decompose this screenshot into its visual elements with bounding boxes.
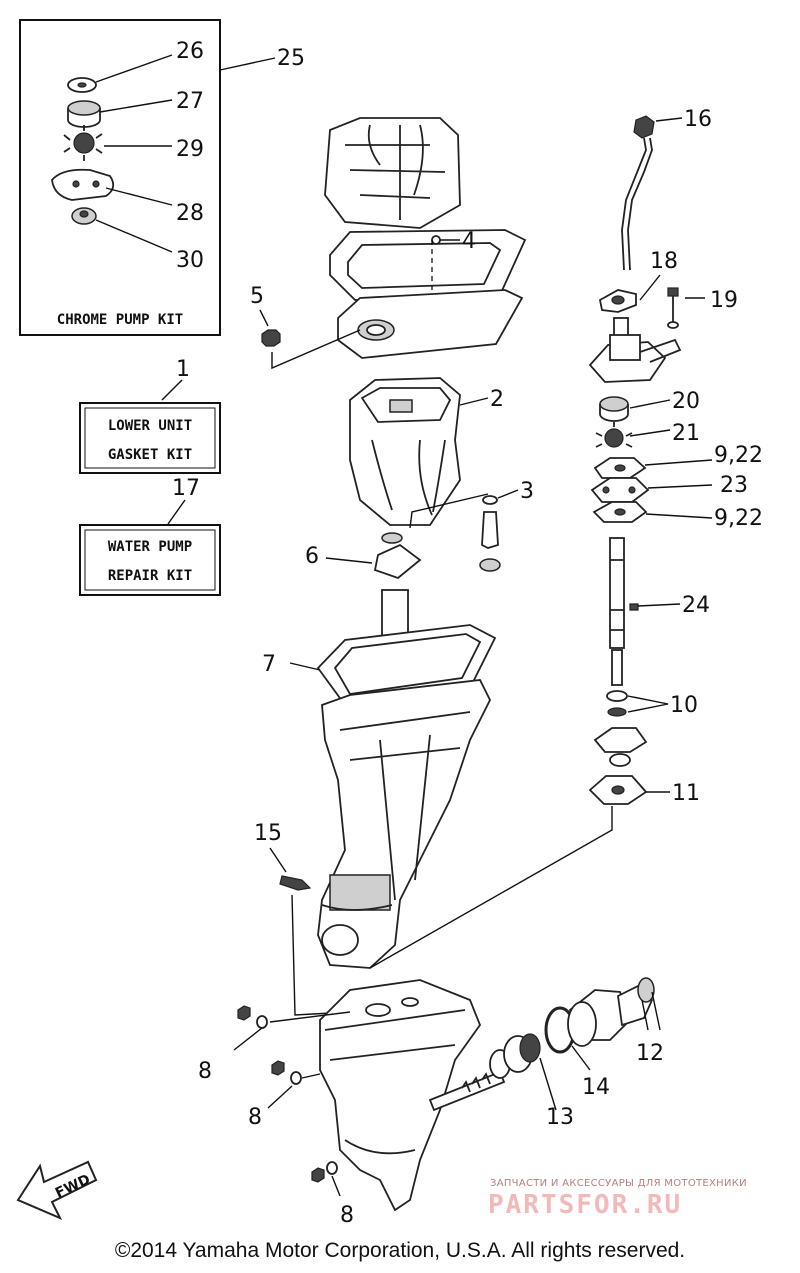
part-3-water-pipe: 3 [409,479,534,572]
part-2-exhaust-guide: 2 [349,377,504,526]
callout-10: 10 [670,693,698,718]
callout-21: 21 [672,421,700,446]
part-6-gasket: 6 [305,532,422,580]
part-8-bolt-upper: 8 [198,1005,351,1084]
callout-9-22-a: 9,22 [714,443,763,468]
callout-2: 2 [490,387,504,412]
part-11-gasket: 11 [369,775,700,969]
part-9-22-gasket-lower: 9,22 [592,501,763,531]
chrome-pump-kit-box: CHROME PUMP KIT 25 26 27 29 28 30 [19,19,305,336]
callout-3: 3 [520,479,534,504]
water-pump-label-1: WATER PUMP [108,539,192,555]
callout-24: 24 [682,593,710,618]
lower-unit-label-2: GASKET KIT [108,447,192,463]
impeller-icon [63,125,103,161]
part-5-nut: 5 [250,284,361,370]
callout-28: 28 [176,201,204,226]
engine-adapter-assembly: 4 [324,117,527,359]
water-pump-label-2: REPAIR KIT [108,568,192,584]
part-12-bearing-housing: 12 [567,977,664,1066]
part-10-seals: 10 [593,690,698,767]
callout-6: 6 [305,544,319,569]
callout-15: 15 [254,821,282,846]
lower-unit-gasket-kit-box: 1 LOWER UNIT GASKET KIT [79,357,221,474]
callout-17: 17 [172,476,200,501]
fwd-arrow-icon: FWD [16,1160,98,1220]
part-19-bolt: 19 [667,287,738,329]
callout-11: 11 [672,781,700,806]
callout-12: 12 [636,1041,664,1066]
callout-13: 13 [546,1105,574,1130]
part-13-bearing: 13 [489,1033,574,1130]
callout-16: 16 [684,107,712,132]
callout-8-c: 8 [340,1203,354,1228]
chrome-pump-kit-label: CHROME PUMP KIT [57,312,183,328]
callout-26: 26 [176,39,204,64]
part-20-liner: 20 [599,389,700,422]
callout-8-a: 8 [198,1059,212,1084]
part-16-shift-rod: 16 [621,107,712,271]
callout-18: 18 [650,249,678,274]
part-7-upper-casing: 7 [262,589,497,969]
part-18-pump-housing: 18 [588,249,682,383]
lower-casing [319,979,506,1212]
part-21-impeller: 21 [595,421,700,448]
callout-14: 14 [582,1075,610,1100]
copyright-notice: ©2014 Yamaha Motor Corporation, U.S.A. A… [114,1239,686,1262]
callout-1: 1 [176,357,190,382]
callout-23: 23 [720,473,748,498]
watermark-logo: PARTSFOR.RU [488,1190,683,1220]
part-23-outer-plate: 23 [590,473,748,503]
part-9-22-gasket-upper: 9,22 [593,443,763,479]
callout-19: 19 [710,288,738,313]
watermark-tagline: ЗАПЧАСТИ И АКСЕССУАРЫ ДЛЯ МОТОТЕХНИКИ [490,1178,747,1189]
part-8-bolt-middle: 8 [248,1060,321,1130]
water-pump-repair-kit-box: 17 WATER PUMP REPAIR KIT [79,476,221,596]
callout-29: 29 [176,137,204,162]
callout-8-b: 8 [248,1105,262,1130]
callout-9-22-b: 9,22 [714,506,763,531]
callout-30: 30 [176,248,204,273]
lower-unit-label-1: LOWER UNIT [108,418,192,434]
drive-shaft: 24 [609,537,710,686]
callout-5: 5 [250,284,264,309]
callout-20: 20 [672,389,700,414]
callout-25: 25 [277,46,305,71]
callout-27: 27 [176,89,204,114]
callout-7: 7 [262,652,276,677]
part-8-bolt-lower: 8 [311,1161,354,1228]
callout-4: 4 [462,229,476,254]
